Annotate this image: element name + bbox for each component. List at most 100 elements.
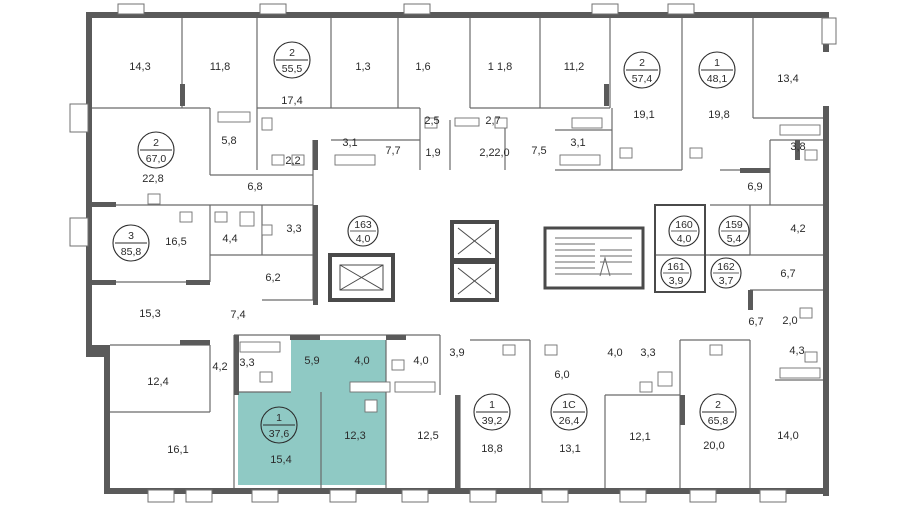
apartment-marker-circle [273, 41, 311, 79]
room-area-label: 15,3 [139, 308, 160, 320]
storage-marker-circle [710, 257, 742, 289]
storage-number: 162 [717, 261, 735, 273]
room-area-label: 6,0 [554, 369, 569, 381]
room-area-label: 4,2 [212, 361, 227, 373]
exterior-walls [69, 3, 837, 503]
storage-marker-circle [668, 215, 700, 247]
room-area-label: 2,2 [285, 155, 300, 167]
room-area-label: 14,0 [777, 430, 798, 442]
room-area-label: 12,5 [417, 430, 438, 442]
room-area-label: 2,2 [479, 147, 494, 159]
apartment-marker[interactable]: 255,5 [273, 41, 311, 79]
apartment-room-count: 2 [715, 399, 721, 411]
apartment-marker[interactable]: 257,4 [623, 51, 661, 89]
room-area-label: 1 1,8 [488, 61, 512, 73]
room-area-label: 6,8 [247, 181, 262, 193]
room-area-label: 22,8 [142, 173, 163, 185]
building-core [328, 204, 706, 302]
room-area-label: 4,0 [607, 347, 622, 359]
room-area-label: 7,4 [230, 309, 245, 321]
room-area-label: 20,0 [703, 440, 724, 452]
room-area-label: 6,2 [265, 272, 280, 284]
room-area-label: 16,5 [165, 236, 186, 248]
storage-marker-circle [718, 215, 750, 247]
apartment-total-area: 65,8 [708, 415, 729, 427]
room-area-label: 4,0 [354, 355, 369, 367]
room-area-label: 6,7 [748, 316, 763, 328]
sanitary-fixtures [147, 111, 821, 413]
storage-number: 163 [354, 219, 372, 231]
room-area-label: 17,4 [281, 95, 302, 107]
apartment-marker-circle [112, 224, 150, 262]
room-area-label: 11,8 [210, 61, 231, 73]
room-area-label: 12,3 [344, 430, 365, 442]
room-area-label: 3,3 [286, 223, 301, 235]
room-area-label: 6,9 [747, 181, 762, 193]
room-area-label: 11,2 [564, 61, 585, 73]
room-area-label: 2,0 [494, 147, 509, 159]
storage-marker-circle [347, 215, 379, 247]
apartment-marker-circle [137, 131, 175, 169]
apartment-total-area: 39,2 [482, 415, 503, 427]
room-area-label: 4,2 [790, 223, 805, 235]
apartment-total-area: 67,0 [146, 153, 167, 165]
apartment-marker[interactable]: 265,8 [699, 393, 737, 431]
storage-marker-circle [660, 257, 692, 289]
room-area-label: 3,3 [239, 357, 254, 369]
room-area-label: 6,7 [780, 268, 795, 280]
apartment-marker-circle [260, 406, 298, 444]
apartment-total-area: 85,8 [121, 246, 142, 258]
room-area-label: 3,1 [570, 137, 585, 149]
room-area-label: 7,5 [531, 145, 546, 157]
room-area-label: 4,4 [222, 233, 237, 245]
apartment-room-count: 1С [562, 399, 576, 411]
apartment-total-area: 55,5 [282, 63, 303, 75]
room-area-label: 3,9 [449, 347, 464, 359]
apartment-marker[interactable]: 137,6 [260, 406, 298, 444]
room-area-label: 7,7 [385, 145, 400, 157]
storage-area: 3,9 [669, 275, 684, 287]
apartment-marker[interactable]: 148,1 [698, 51, 736, 89]
room-area-label: 19,1 [633, 109, 654, 121]
room-area-label: 15,4 [270, 454, 291, 466]
room-area-label: 12,1 [629, 431, 650, 443]
apartment-room-count: 1 [489, 399, 495, 411]
apartment-room-count: 3 [128, 230, 134, 242]
room-area-label: 5,9 [304, 355, 319, 367]
apartment-marker-circle [699, 393, 737, 431]
apartment-marker[interactable]: 139,2 [473, 393, 511, 431]
apartment-room-count: 2 [639, 57, 645, 69]
storage-area: 4,0 [677, 233, 692, 245]
room-area-label: 13,1 [559, 443, 580, 455]
room-area-label: 2,5 [424, 115, 439, 127]
storage-area: 4,0 [356, 233, 371, 245]
apartment-marker-circle [473, 393, 511, 431]
apartment-marker[interactable]: 385,8 [112, 224, 150, 262]
room-area-label: 1,9 [425, 147, 440, 159]
apartment-marker-circle [623, 51, 661, 89]
room-area-label: 4,0 [413, 355, 428, 367]
storage-area: 3,7 [719, 275, 734, 287]
apartment-room-count: 1 [276, 412, 282, 424]
room-area-label: 3,1 [342, 137, 357, 149]
room-area-label: 16,1 [167, 444, 188, 456]
room-area-label: 5,8 [221, 135, 236, 147]
room-area-label: 1,6 [415, 61, 430, 73]
storage-area: 5,4 [727, 233, 742, 245]
room-area-label: 13,4 [777, 73, 798, 85]
apartment-total-area: 48,1 [707, 73, 728, 85]
apartment-marker[interactable]: 267,0 [137, 131, 175, 169]
storage-number: 160 [675, 219, 693, 231]
apartment-marker-circle [698, 51, 736, 89]
storage-number: 161 [667, 261, 685, 273]
room-area-label: 18,8 [481, 443, 502, 455]
